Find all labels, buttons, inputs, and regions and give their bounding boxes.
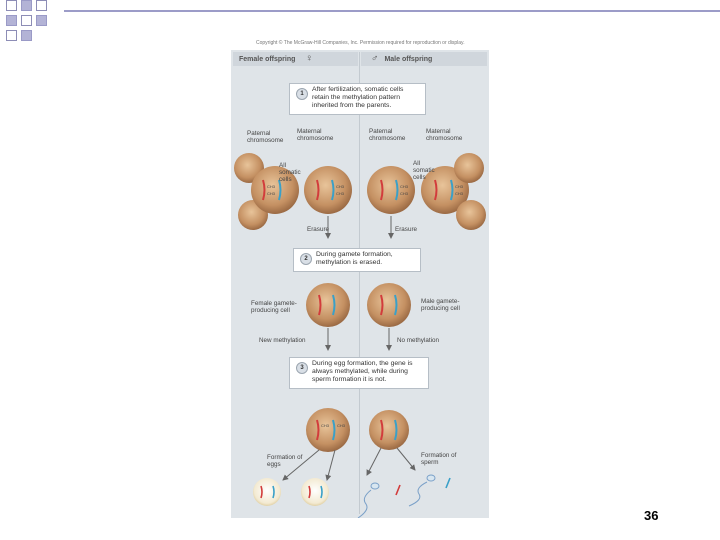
maternal-chromosome-label-left: Maternal chromosome (297, 128, 334, 142)
all-somatic-cells-label-right: All somatic cells (413, 160, 435, 181)
new-methylation-label: New methylation (259, 337, 306, 344)
female-header: Female offspring ♀ (233, 52, 358, 66)
male-gamete-cell-label: Male gamete-producing cell (421, 298, 460, 312)
copyright-notice: Copyright © The McGraw-Hill Companies, I… (256, 40, 465, 46)
svg-text:CH3: CH3 (337, 423, 346, 428)
svg-text:CH3: CH3 (400, 191, 409, 196)
svg-text:CH3: CH3 (400, 184, 409, 189)
egg-cells (253, 478, 329, 506)
step-2-text: During gamete formation, methylation is … (316, 251, 393, 266)
male-gamete-cell (367, 283, 411, 327)
svg-text:CH3: CH3 (336, 191, 345, 196)
svg-text:CH3: CH3 (321, 423, 330, 428)
erasure-label-right: Erasure (395, 226, 418, 233)
svg-text:CH3: CH3 (267, 191, 276, 196)
svg-text:CH3: CH3 (267, 184, 276, 189)
step-3-badge: 3 (296, 362, 308, 374)
sperm-precursor-cell (369, 410, 409, 450)
svg-text:CH3: CH3 (455, 191, 464, 196)
egg-precursor-cell (306, 408, 350, 452)
male-header-label: Male offspring (384, 56, 433, 63)
svg-text:CH3: CH3 (455, 184, 464, 189)
maternal-chromosome-label-right: Maternal chromosome (426, 128, 463, 142)
svg-text:CH3: CH3 (336, 184, 345, 189)
step-3-note: 3 During egg formation, the gene is alwa… (289, 357, 429, 389)
step-2-badge: 2 (300, 253, 312, 265)
all-somatic-cells-label-left: All somatic cells (279, 162, 301, 183)
formation-of-eggs-label: Formation of eggs (267, 454, 303, 468)
male-somatic-cluster (367, 153, 486, 230)
paternal-chromosome-label-left: Paternal chromosome (247, 130, 284, 144)
formation-of-sperm-label: Formation of sperm (421, 452, 457, 466)
female-symbol-icon: ♀ (305, 53, 313, 64)
slide-page-number: 36 (644, 508, 659, 523)
male-symbol-icon: ♂ (371, 53, 379, 64)
step-1-note: 1 After fertilization, somatic cells ret… (289, 83, 426, 115)
step-3-text: During egg formation, the gene is always… (312, 360, 413, 383)
step-1-badge: 1 (296, 88, 308, 100)
no-methylation-label: No methylation (397, 337, 439, 344)
female-gamete-cell (306, 283, 350, 327)
step-1-text: After fertilization, somatic cells retai… (312, 86, 404, 109)
female-somatic-cluster (234, 153, 352, 230)
imprinting-figure: Female offspring ♀ ♂ Male offspring (231, 50, 489, 518)
chromosome-marks-stage1 (262, 179, 454, 201)
female-gamete-cell-label: Female gamete-producing cell (251, 300, 297, 314)
male-header: ♂ Male offspring (361, 52, 487, 66)
sperm-cells (357, 474, 451, 518)
column-divider (359, 52, 360, 514)
female-header-label: Female offspring (239, 56, 296, 63)
paternal-chromosome-label-right: Paternal chromosome (369, 128, 406, 142)
erasure-label-left: Erasure (307, 226, 330, 233)
step-2-note: 2 During gamete formation, methylation i… (293, 248, 421, 272)
